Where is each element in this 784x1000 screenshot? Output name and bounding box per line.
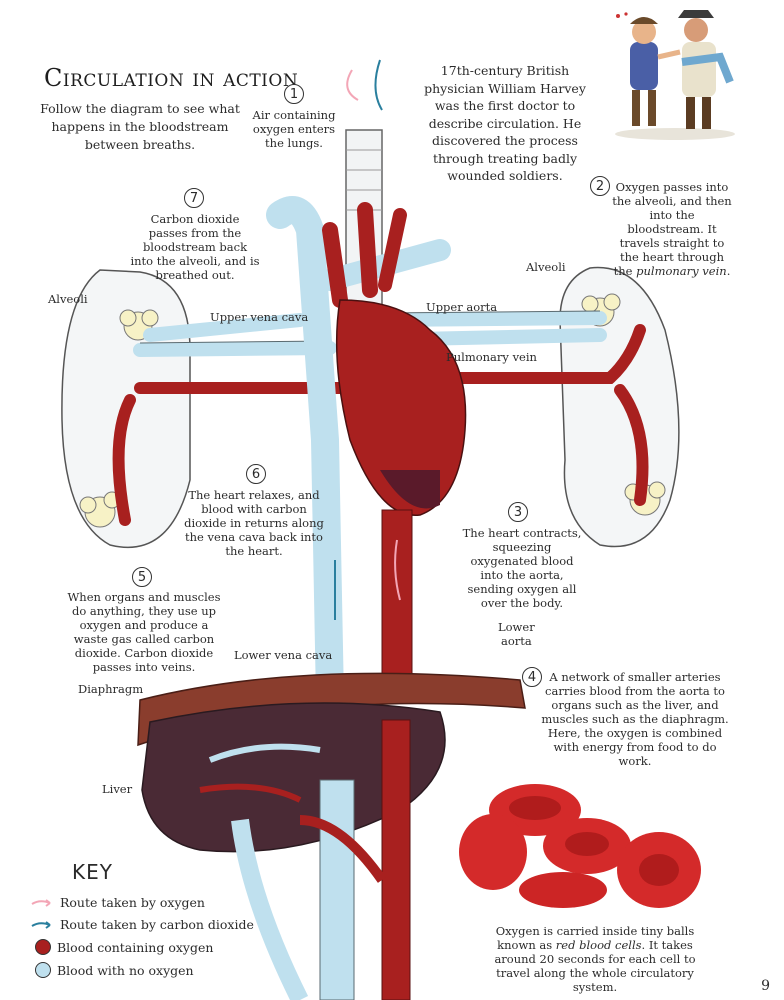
key-title: KEY [72,860,113,884]
step-6-number: 6 [246,464,266,484]
label-liver: Liver [102,782,133,796]
harvey-note: 17th-century British physician William H… [424,63,586,183]
blue-arrow-icon [31,920,51,929]
harvey-illustration [615,10,735,140]
label-pulmonary-vein: Pulmonary vein [446,350,537,364]
key-item-deoxygenated-blood: Blood with no oxygen [30,962,194,978]
label-diaphragm: Diaphragm [78,682,144,696]
step-3-number: 3 [508,502,528,522]
pink-arrow-icon [31,898,51,907]
red-blood-cells-illustration [459,784,701,908]
upper-aorta [322,222,348,308]
label-upper-aorta: Upper aorta [426,300,498,314]
page-number: 9 [761,978,770,994]
rbc-note: Oxygen is carried inside tiny balls know… [494,924,696,994]
step-1-text: Air containing oxygen enters the lungs. [252,108,336,150]
label-upper-vena-cava: Upper vena cava [210,310,309,324]
lower-aorta [381,509,413,691]
right-lung [559,266,680,548]
label-alveoli-left: Alveoli [48,292,88,306]
step-4-number: 4 [522,667,542,687]
key-item-oxygen-route: Route taken by oxygen [30,895,205,910]
step-5-text: When organs and muscles do anything, the… [67,590,221,674]
step-4-text: A network of smaller arteries carries bl… [541,670,729,768]
heart [335,299,467,516]
step-2-number: 2 [590,176,610,196]
step-3-text: The heart contracts, squeezing oxygenate… [462,526,582,610]
step-2-text: Oxygen passes into the alveoli, and then… [612,180,732,278]
blue-dot-icon [35,962,51,978]
key-item-oxygenated-blood: Blood containing oxygen [30,939,213,955]
step-5-number: 5 [132,567,152,587]
vena-cava [266,196,344,714]
step-7-text: Carbon dioxide passes from the bloodstre… [130,212,260,282]
red-dot-icon [35,939,51,955]
intro-text: Follow the diagram to see what happens i… [40,101,240,152]
label-alveoli-right: Alveoli [526,260,566,274]
page-title: Circulation in action [44,64,299,92]
step-6-text: The heart relaxes, and blood with carbon… [184,488,324,558]
step-1-number: 1 [284,84,304,104]
step-7-number: 7 [184,188,204,208]
label-lower-vena-cava: Lower vena cava [234,648,333,662]
key-item-co2-route: Route taken by carbon dioxide [30,917,254,932]
